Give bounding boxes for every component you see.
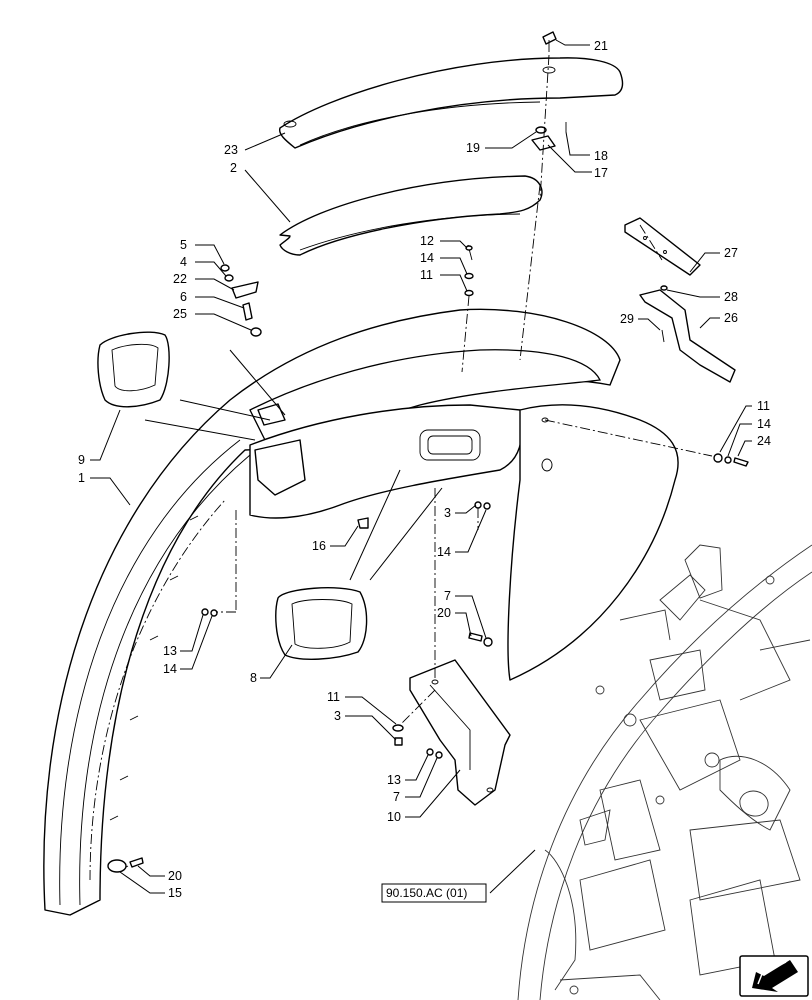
- callout-19: 19: [466, 141, 480, 155]
- bracket-27: [624, 217, 701, 276]
- grommet-8: [275, 587, 368, 660]
- callout-11-b: 11: [757, 399, 770, 413]
- callout-20-a: 20: [437, 606, 451, 620]
- callout-23: 23: [224, 143, 238, 157]
- callout-14-a: 14: [420, 251, 434, 265]
- fasteners: [107, 31, 749, 873]
- callout-1: 1: [78, 471, 85, 485]
- callout-6: 6: [180, 290, 187, 304]
- callout-8: 8: [250, 671, 257, 685]
- callout-24: 24: [757, 434, 771, 448]
- fender-extension-upper: [278, 57, 624, 149]
- bracket-26: [639, 289, 736, 383]
- callout-2: 2: [230, 161, 237, 175]
- callout-3-b: 3: [334, 709, 341, 723]
- assembly-lines: [216, 54, 713, 726]
- callout-11-c: 11: [327, 690, 340, 704]
- callout-14-c: 14: [437, 545, 451, 559]
- callout-20-b: 20: [168, 869, 182, 883]
- callout-14-b: 14: [757, 417, 771, 431]
- callout-4: 4: [180, 255, 187, 269]
- callout-18: 18: [594, 149, 608, 163]
- callout-10: 10: [387, 810, 401, 824]
- fender-extension-lower: [279, 175, 543, 256]
- callout-7-a: 7: [444, 589, 451, 603]
- callout-28: 28: [724, 290, 738, 304]
- cross-reference-label[interactable]: 90.150.AC (01): [386, 886, 467, 900]
- callout-26: 26: [724, 311, 738, 325]
- callout-9: 9: [78, 453, 85, 467]
- callout-25: 25: [173, 307, 187, 321]
- callout-13-a: 13: [163, 644, 177, 658]
- callout-14-d: 14: [163, 662, 177, 676]
- callout-11-a: 11: [420, 268, 433, 282]
- leader-lines: [90, 39, 752, 894]
- callout-3-a: 3: [444, 506, 451, 520]
- callout-12: 12: [420, 234, 434, 248]
- rear-fender-main: [43, 308, 679, 916]
- seal-9: [97, 331, 170, 408]
- callout-22: 22: [173, 272, 187, 286]
- callout-labels: 21 23 2 19 18 17 5 4 22 6 25 12 14 11 27…: [78, 39, 771, 900]
- callout-15: 15: [168, 886, 182, 900]
- callout-7-b: 7: [393, 790, 400, 804]
- callout-27: 27: [724, 246, 738, 260]
- callout-21: 21: [594, 39, 608, 53]
- callout-29: 29: [620, 312, 634, 326]
- callout-5: 5: [180, 238, 187, 252]
- cross-reference[interactable]: 90.150.AC (01): [381, 883, 487, 903]
- callout-13-b: 13: [387, 773, 401, 787]
- arrow-down-left-icon[interactable]: [739, 955, 809, 997]
- callout-17: 17: [594, 166, 608, 180]
- bracket-10: [409, 659, 511, 806]
- callout-16: 16: [312, 539, 326, 553]
